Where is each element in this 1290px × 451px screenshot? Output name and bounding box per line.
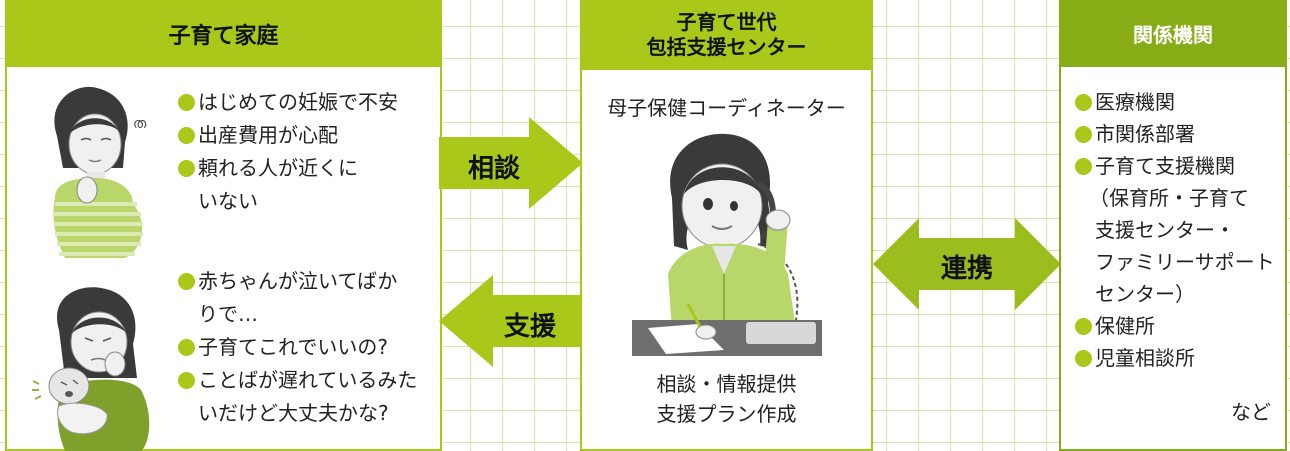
concern-list-2: 赤ちゃんが泣いてばか りで… 子育てこれでいいの? ことばが遅れているみた いだ…	[178, 265, 417, 430]
bullet-icon	[1075, 350, 1092, 367]
support-arrow	[439, 275, 583, 367]
bullet-icon	[1075, 158, 1092, 175]
concern-list-1: はじめての妊娠で不安 出産費用が心配 頼れる人が近くに いない	[178, 86, 398, 218]
cooperate-label: 連携	[940, 254, 993, 284]
list-item-continuation: ファミリーサポート	[1095, 250, 1275, 274]
etc-label: など	[1231, 400, 1271, 424]
support-center-title-line2: 包括支援センター	[646, 35, 807, 59]
list-item: 児童相談所	[1075, 342, 1275, 374]
family-panel: 子育て家庭 ത はじめての妊娠で不安 出産費用が心配 頼れる人が近くに いない	[5, 0, 442, 451]
list-item: 子育てこれでいいの?	[178, 331, 417, 364]
family-panel-title: 子育て家庭	[5, 0, 442, 67]
mother-and-baby-illustration	[32, 287, 150, 451]
bullet-icon	[1075, 318, 1092, 335]
list-item: 赤ちゃんが泣いてばか	[178, 265, 417, 298]
support-center-title: 子育て世代 包括支援センター	[580, 0, 873, 70]
consult-label: 相談	[467, 154, 520, 184]
service-line-2: 支援プラン作成	[656, 402, 797, 426]
list-item: ことばが遅れているみた	[178, 364, 417, 397]
list-item: 医療機関	[1075, 86, 1275, 118]
coordinator-illustration	[632, 133, 822, 356]
list-item-continuation: センター）	[1095, 282, 1195, 306]
support-center-panel: 子育て世代 包括支援センター 母子保健コーディネーター 相談・情報提供 支援プラ…	[580, 0, 873, 451]
pregnant-woman-illustration: ത	[53, 86, 147, 258]
list-item: 出産費用が心配	[178, 119, 398, 152]
list-item: 市関係部署	[1075, 118, 1275, 150]
bullet-icon	[178, 160, 195, 177]
support-center-title-line1: 子育て世代	[676, 10, 777, 34]
list-item: はじめての妊娠で不安	[178, 86, 398, 119]
list-item: 頼れる人が近くに	[178, 152, 398, 185]
bullet-icon	[178, 339, 195, 356]
list-item: 保健所	[1075, 310, 1275, 342]
related-organizations-panel: 関係機関 医療機関 市関係部署 子育て支援機関 （保育所・子育て 支援センター・…	[1059, 0, 1287, 451]
bullet-icon	[178, 94, 195, 111]
list-item-continuation: りで…	[198, 302, 258, 326]
bullet-icon	[178, 127, 195, 144]
cooperate-arrow	[873, 218, 1061, 310]
organization-list: 医療機関 市関係部署 子育て支援機関 （保育所・子育て 支援センター・ ファミリ…	[1075, 86, 1275, 374]
list-item-continuation: いだけど大丈夫かな?	[198, 401, 389, 425]
bullet-icon	[1075, 94, 1092, 111]
related-organizations-title: 関係機関	[1059, 0, 1287, 67]
service-line-1: 相談・情報提供	[656, 372, 797, 396]
consult-arrow	[439, 117, 583, 209]
list-item-continuation: いない	[198, 189, 258, 213]
bullet-icon	[178, 273, 195, 290]
support-label: 支援	[503, 312, 556, 342]
coordinator-role: 母子保健コーディネーター	[607, 96, 846, 120]
bullet-icon	[1075, 126, 1092, 143]
list-item-continuation: 支援センター・	[1095, 218, 1235, 242]
list-item: 子育て支援機関	[1075, 150, 1275, 182]
list-item-continuation: （保育所・子育て	[1089, 186, 1249, 210]
bullet-icon	[178, 372, 195, 389]
svg-text:ത: ത	[133, 116, 147, 132]
